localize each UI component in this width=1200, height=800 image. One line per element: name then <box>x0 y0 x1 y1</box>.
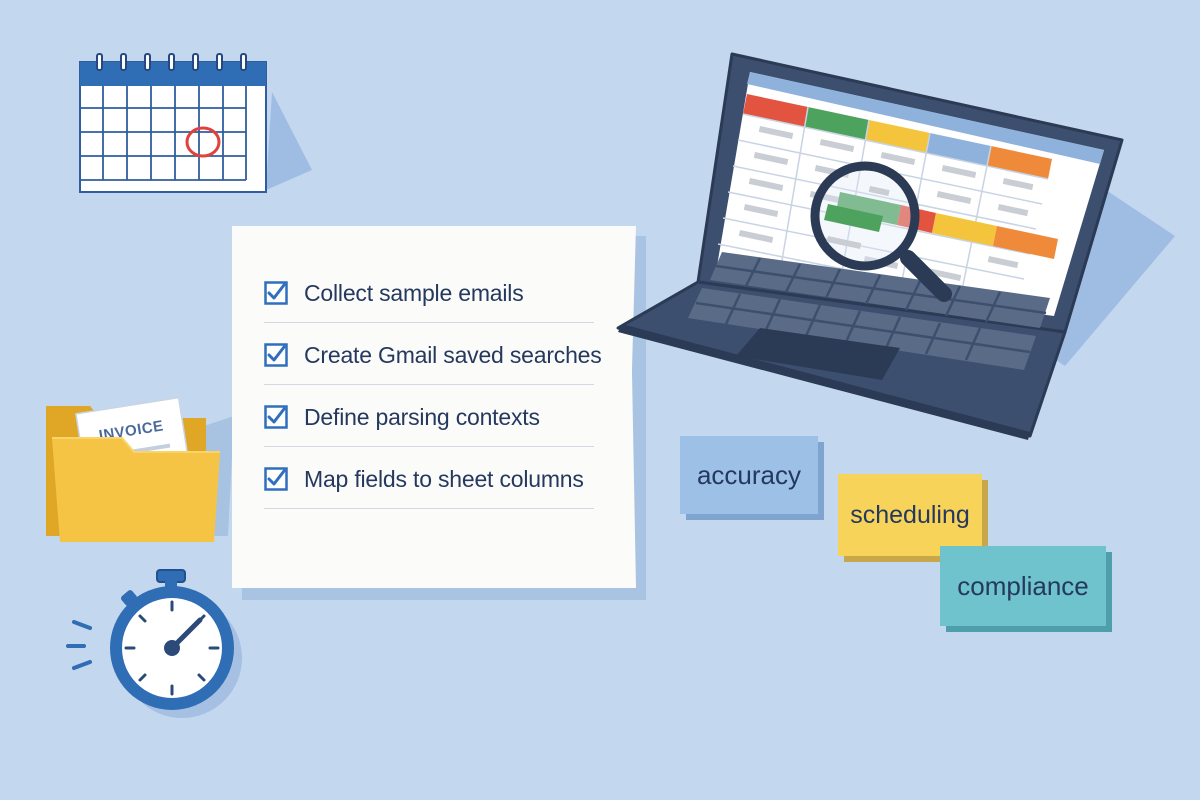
checklist-item-label: Create Gmail saved searches <box>304 341 602 368</box>
checkbox-icon[interactable] <box>264 343 288 367</box>
tag-compliance: compliance <box>940 546 1112 632</box>
calendar-icon <box>79 53 312 193</box>
laptop-icon <box>616 52 1175 440</box>
checkbox-icon[interactable] <box>264 281 288 305</box>
tag-scheduling-label: scheduling <box>850 500 970 529</box>
checklist-item[interactable]: Define parsing contexts <box>264 384 594 447</box>
magnifier-icon <box>810 161 952 302</box>
checklist-item[interactable]: Create Gmail saved searches <box>264 322 602 385</box>
tag-accuracy: accuracy <box>680 436 824 520</box>
checklist-item-label: Collect sample emails <box>304 279 524 306</box>
folder-icon: INVOICE <box>46 396 234 542</box>
checkbox-icon[interactable] <box>264 467 288 491</box>
checklist-item[interactable]: Collect sample emails <box>264 260 594 323</box>
checklist-item-label: Map fields to sheet columns <box>304 465 584 492</box>
checklist-item-label: Define parsing contexts <box>304 403 540 430</box>
tag-scheduling: scheduling <box>838 474 988 562</box>
tag-compliance-label: compliance <box>957 570 1089 601</box>
checklist-card: Collect sample emails Create Gmail saved… <box>232 226 646 600</box>
stopwatch-icon <box>66 569 242 718</box>
checkbox-icon[interactable] <box>264 405 288 429</box>
tag-accuracy-label: accuracy <box>696 459 802 490</box>
checklist-item[interactable]: Map fields to sheet columns <box>264 446 594 509</box>
